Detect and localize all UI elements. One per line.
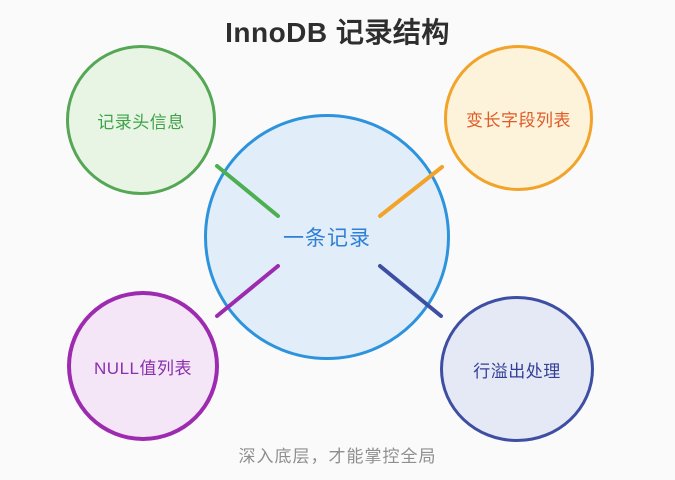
node-record-header-info: 记录头信息 bbox=[66, 45, 216, 195]
node-null-value-list: NULL值列表 bbox=[67, 291, 219, 441]
node-varlen-field-list: 变长字段列表 bbox=[444, 45, 593, 191]
node-row-overflow-handling: 行溢出处理 bbox=[440, 296, 594, 442]
node-record-header-info-label: 记录头信息 bbox=[97, 112, 185, 132]
diagram-caption: 深入底层，才能掌控全局 bbox=[238, 447, 437, 466]
diagram-title: InnoDB 记录结构 bbox=[225, 17, 450, 48]
node-null-value-list-label: NULL值列表 bbox=[94, 358, 192, 378]
node-record-label: 一条记录 bbox=[283, 227, 371, 250]
node-record: 一条记录 bbox=[204, 114, 450, 360]
node-row-overflow-handling-label: 行溢出处理 bbox=[473, 361, 561, 381]
node-varlen-field-list-label: 变长字段列表 bbox=[466, 110, 571, 130]
